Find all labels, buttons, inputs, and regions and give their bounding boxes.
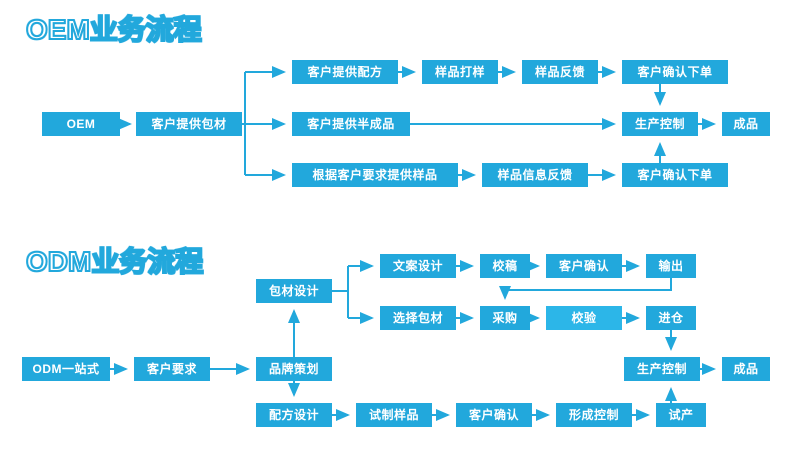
node-odm-control[interactable]: 生产控制 [624,357,700,381]
node-odm-copy[interactable]: 文案设计 [380,254,456,278]
node-oem-pack[interactable]: 客户提供包材 [136,112,242,136]
node-oem-order-bot[interactable]: 客户确认下单 [622,163,728,187]
node-odm-packdesign[interactable]: 包材设计 [256,279,332,303]
node-odm-pilot[interactable]: 试产 [656,403,706,427]
node-odm-confirm1[interactable]: 客户确认 [546,254,622,278]
node-odm-trial[interactable]: 试制样品 [356,403,432,427]
node-odm-start[interactable]: ODM一站式 [22,357,110,381]
node-oem-sample[interactable]: 样品打样 [422,60,498,84]
node-oem-start[interactable]: OEM [42,112,120,136]
odm-section-title: ODM业务流程 [25,246,204,277]
node-odm-confirm2[interactable]: 客户确认 [456,403,532,427]
node-odm-formula[interactable]: 配方设计 [256,403,332,427]
node-odm-inspect[interactable]: 校验 [546,306,622,330]
node-oem-req-sample[interactable]: 根据客户要求提供样品 [292,163,458,187]
oem-section-title: OEM业务流程 [25,14,203,45]
node-oem-control[interactable]: 生产控制 [622,112,698,136]
node-odm-choosepack[interactable]: 选择包材 [380,306,456,330]
node-odm-proof[interactable]: 校稿 [480,254,530,278]
node-odm-brand[interactable]: 品牌策划 [256,357,332,381]
node-oem-semi[interactable]: 客户提供半成品 [292,112,410,136]
node-odm-output[interactable]: 输出 [646,254,696,278]
node-oem-feedback[interactable]: 样品反馈 [522,60,598,84]
node-odm-warehouse[interactable]: 进仓 [646,306,696,330]
node-oem-order-top[interactable]: 客户确认下单 [622,60,728,84]
node-odm-req[interactable]: 客户要求 [134,357,210,381]
node-odm-finished[interactable]: 成品 [722,357,770,381]
node-odm-form-ctrl[interactable]: 形成控制 [556,403,632,427]
node-odm-purchase[interactable]: 采购 [480,306,530,330]
node-oem-formula[interactable]: 客户提供配方 [292,60,398,84]
connector-c-odm-output-purchase [499,278,672,300]
node-oem-info-fb[interactable]: 样品信息反馈 [482,163,588,187]
node-oem-finished[interactable]: 成品 [722,112,770,136]
